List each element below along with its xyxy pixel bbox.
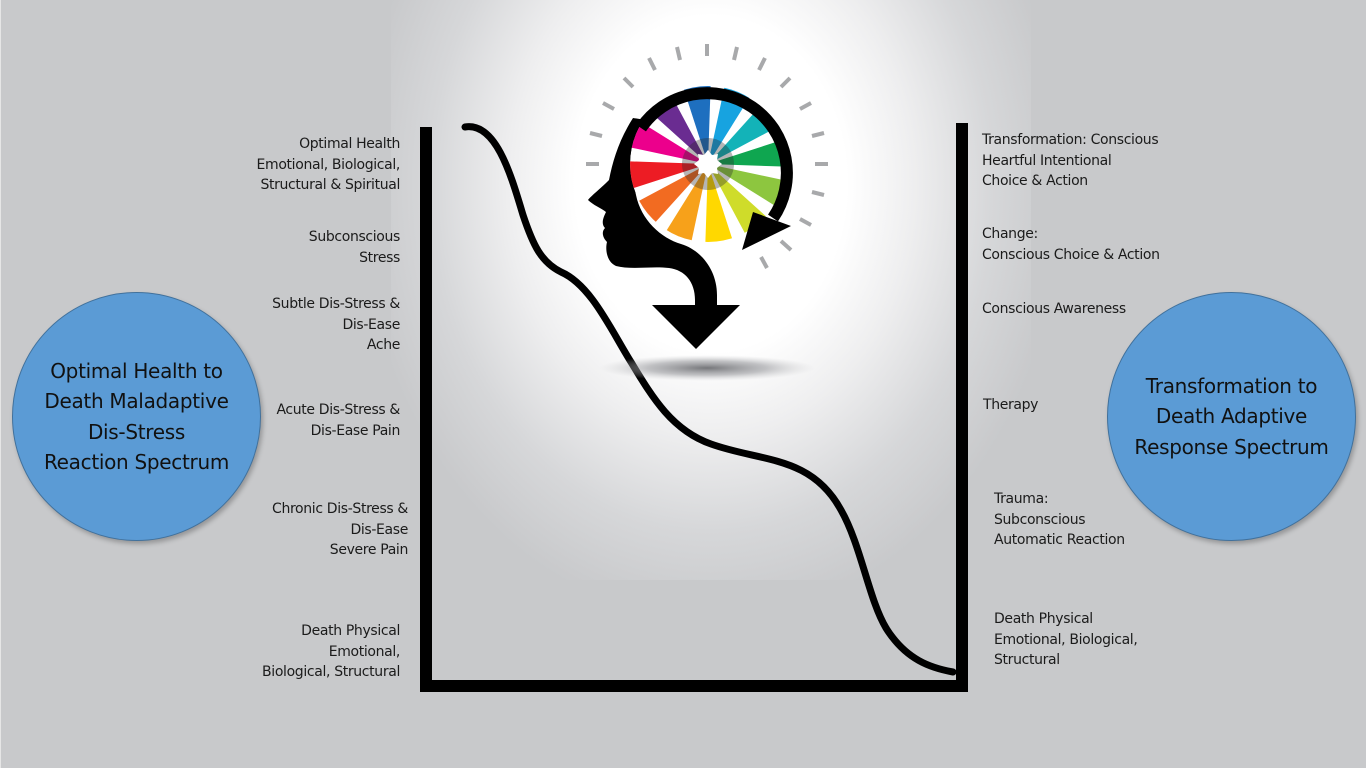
- label-death-physical-left: Death Physical Emotional, Biological, St…: [262, 621, 400, 683]
- circle-line: Transformation to: [1145, 373, 1318, 398]
- circle-line: Reaction Spectrum: [43, 450, 230, 474]
- label-line: Emotional, Biological,: [256, 156, 401, 173]
- label-subtle-dis-stress: Subtle Dis-Stress & Dis-Ease Ache: [272, 294, 400, 356]
- maladaptive-spectrum-title: Optimal Health to Death Maladaptive Dis-…: [44, 356, 229, 478]
- adaptive-spectrum-title: Transformation to Death Adaptive Respons…: [1134, 371, 1329, 463]
- light-rays-icon: [586, 44, 828, 269]
- label-line: Dis-Ease: [350, 521, 408, 538]
- label-line: Severe Pain: [329, 542, 409, 558]
- label-line: Emotional, Biological,: [994, 631, 1138, 648]
- label-line: Trauma:: [994, 491, 1049, 507]
- label-line: Conscious Awareness: [982, 301, 1126, 317]
- label-optimal-health: Optimal Health Emotional, Biological, St…: [256, 134, 401, 196]
- label-line: Biological, Structural: [262, 664, 400, 680]
- label-line: Dis-Ease: [342, 316, 400, 333]
- label-line: Death Physical: [301, 623, 400, 639]
- label-chronic-dis-stress: Chronic Dis-Stress & Dis-Ease Severe Pai…: [272, 499, 408, 561]
- adaptive-spectrum-circle: Transformation to Death Adaptive Respons…: [1107, 292, 1356, 541]
- label-line: Subtle Dis-Stress &: [272, 296, 400, 312]
- label-line: Automatic Reaction: [994, 532, 1125, 548]
- label-conscious-awareness: Conscious Awareness: [982, 299, 1126, 320]
- maladaptive-spectrum-circle: Optimal Health to Death Maladaptive Dis-…: [12, 292, 261, 541]
- label-trauma: Trauma: Subconscious Automatic Reaction: [994, 489, 1125, 551]
- circular-arrow-head-icon: [742, 212, 791, 250]
- label-transformation: Transformation: Conscious Heartful Inten…: [982, 130, 1159, 192]
- circular-arrow-icon: [636, 87, 793, 222]
- circle-line: Response Spectrum: [1134, 434, 1329, 459]
- label-change: Change: Conscious Choice & Action: [982, 224, 1160, 265]
- label-line: Dis-Ease Pain: [310, 422, 401, 439]
- label-line: Structural: [994, 652, 1060, 668]
- label-line: Conscious Choice & Action: [982, 246, 1160, 263]
- label-line: Change:: [982, 226, 1038, 242]
- label-line: Subconscious: [994, 511, 1086, 528]
- label-line: Emotional,: [328, 643, 401, 660]
- label-line: Ache: [366, 337, 400, 353]
- circle-line: Death Adaptive: [1155, 404, 1308, 429]
- label-line: Acute Dis-Stress &: [276, 402, 400, 418]
- label-line: Transformation: Conscious: [982, 132, 1159, 148]
- label-line: Chronic Dis-Stress &: [272, 501, 408, 517]
- label-line: Heartful Intentional: [982, 152, 1112, 169]
- label-line: Therapy: [983, 397, 1039, 413]
- label-line: Death Physical: [994, 611, 1093, 627]
- arrow-shadow-icon: [599, 355, 815, 381]
- decline-curve-icon: [461, 123, 957, 676]
- circle-line: Optimal Health to: [50, 358, 223, 383]
- color-wheel-icon: [630, 86, 786, 242]
- label-acute-dis-stress: Acute Dis-Stress & Dis-Ease Pain: [276, 400, 400, 441]
- label-death-physical-right: Death Physical Emotional, Biological, St…: [994, 609, 1138, 671]
- label-subconscious-stress: Subconscious Stress: [308, 227, 401, 268]
- circle-line: Death Maladaptive: [44, 389, 229, 413]
- label-line: Structural & Spiritual: [260, 177, 400, 193]
- label-line: Choice & Action: [982, 173, 1088, 189]
- head-silhouette-icon: [588, 118, 740, 349]
- container-frame-icon: [420, 123, 968, 692]
- label-line: Optimal Health: [299, 136, 400, 152]
- label-therapy: Therapy: [983, 395, 1038, 416]
- circle-line: Dis-Stress: [87, 419, 186, 444]
- label-line: Stress: [359, 249, 400, 266]
- label-line: Subconscious: [308, 229, 401, 245]
